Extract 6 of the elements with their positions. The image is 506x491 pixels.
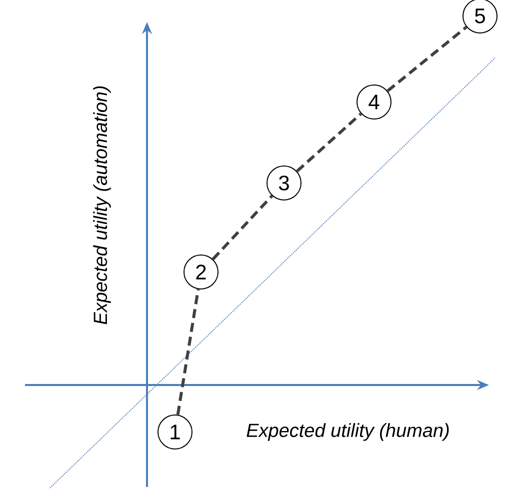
dashed-connector xyxy=(296,112,362,172)
axis-label: Expected utility (automation) xyxy=(93,86,111,324)
dashed-connector xyxy=(212,194,274,260)
dashed-connector xyxy=(176,289,200,415)
dashed-connector xyxy=(386,26,468,92)
axis-label: Expected utility (human) xyxy=(246,423,449,441)
